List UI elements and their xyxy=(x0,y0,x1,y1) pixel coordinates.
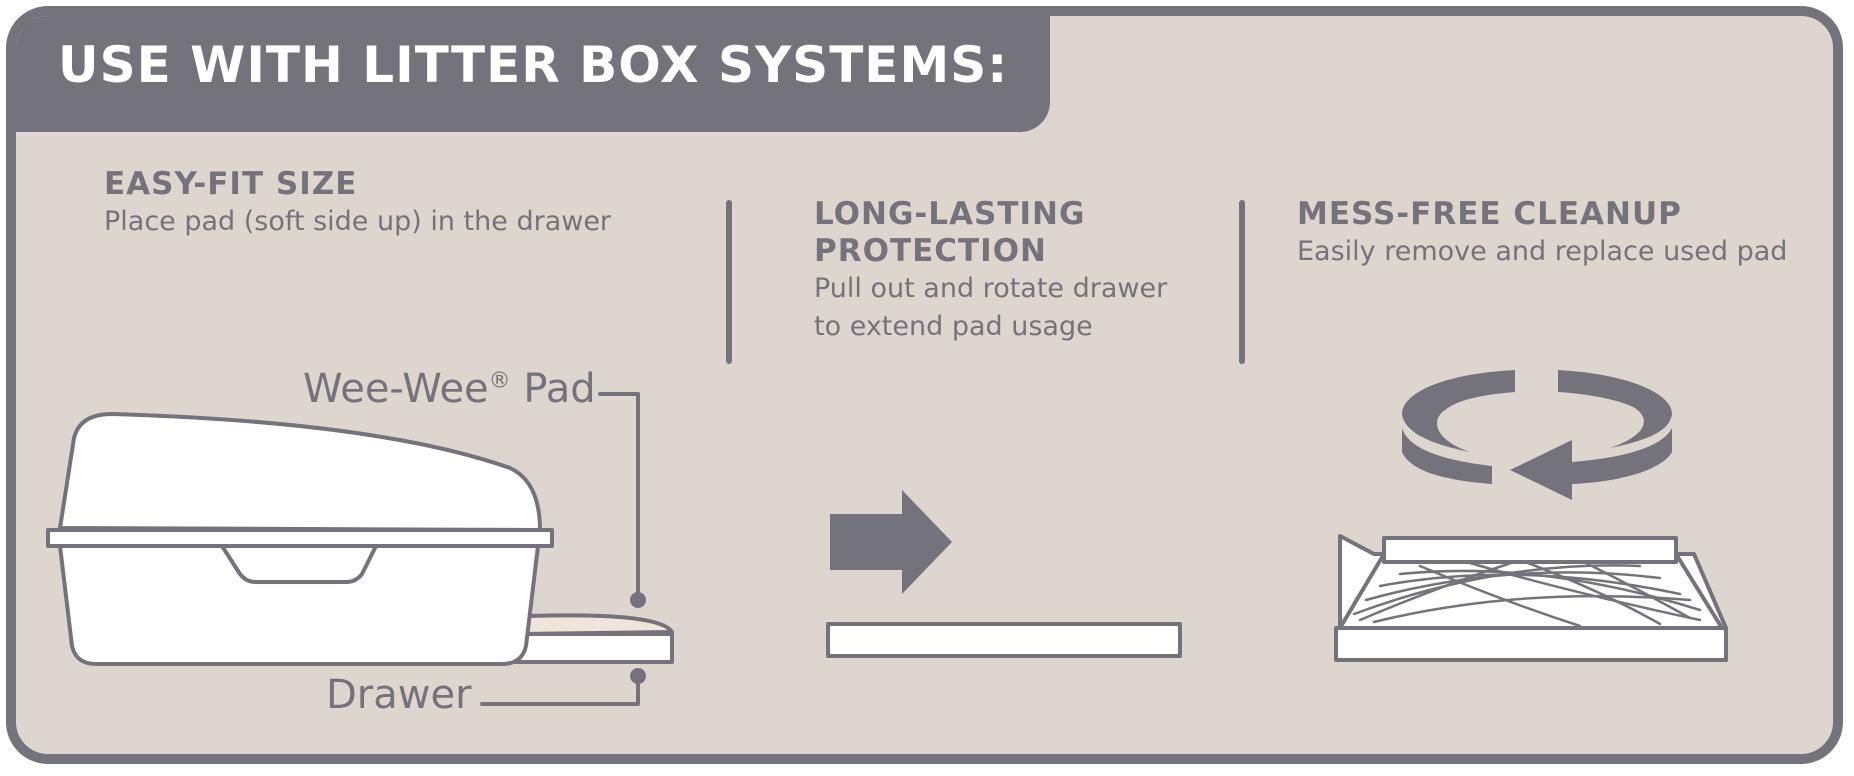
rotate-arrows-icon xyxy=(1402,370,1672,500)
right-arrow-icon xyxy=(830,490,952,594)
column-divider xyxy=(726,200,732,364)
column-heading: LONG-LASTING xyxy=(814,196,1086,232)
column-heading: PROTECTION xyxy=(814,233,1047,269)
litter-box-icon xyxy=(46,392,674,706)
column-heading: MESS-FREE CLEANUP xyxy=(1297,196,1682,232)
header-banner: USE WITH LITTER BOX SYSTEMS: xyxy=(16,16,1050,132)
page-title: USE WITH LITTER BOX SYSTEMS: xyxy=(58,36,1009,94)
column-text: to extend pad usage xyxy=(814,311,1093,342)
column-mess-free: MESS-FREE CLEANUP Easily remove and repl… xyxy=(1297,196,1787,271)
column-text: Place pad (soft side up) in the drawer xyxy=(104,206,612,237)
column-long-lasting: LONG-LASTING PROTECTION Pull out and rot… xyxy=(814,196,1167,346)
column-divider xyxy=(1239,200,1245,364)
drawer-callout-label: Drawer xyxy=(326,672,472,718)
pad-suffix: Pad xyxy=(510,366,596,412)
column-easy-fit: EASY-FIT SIZE Place pad (soft side up) i… xyxy=(104,166,611,241)
column-heading: EASY-FIT SIZE xyxy=(104,166,358,202)
used-pad-tray-icon xyxy=(1334,534,1728,662)
registered-mark: ® xyxy=(488,368,511,394)
pad-name: Wee-Wee xyxy=(303,366,489,412)
pad-strip-icon xyxy=(826,622,1182,658)
column-text: Pull out and rotate drawer xyxy=(814,273,1168,304)
column-text: Easily remove and replace used pad xyxy=(1297,236,1788,267)
pad-callout-label: Wee-Wee® Pad xyxy=(303,366,596,412)
